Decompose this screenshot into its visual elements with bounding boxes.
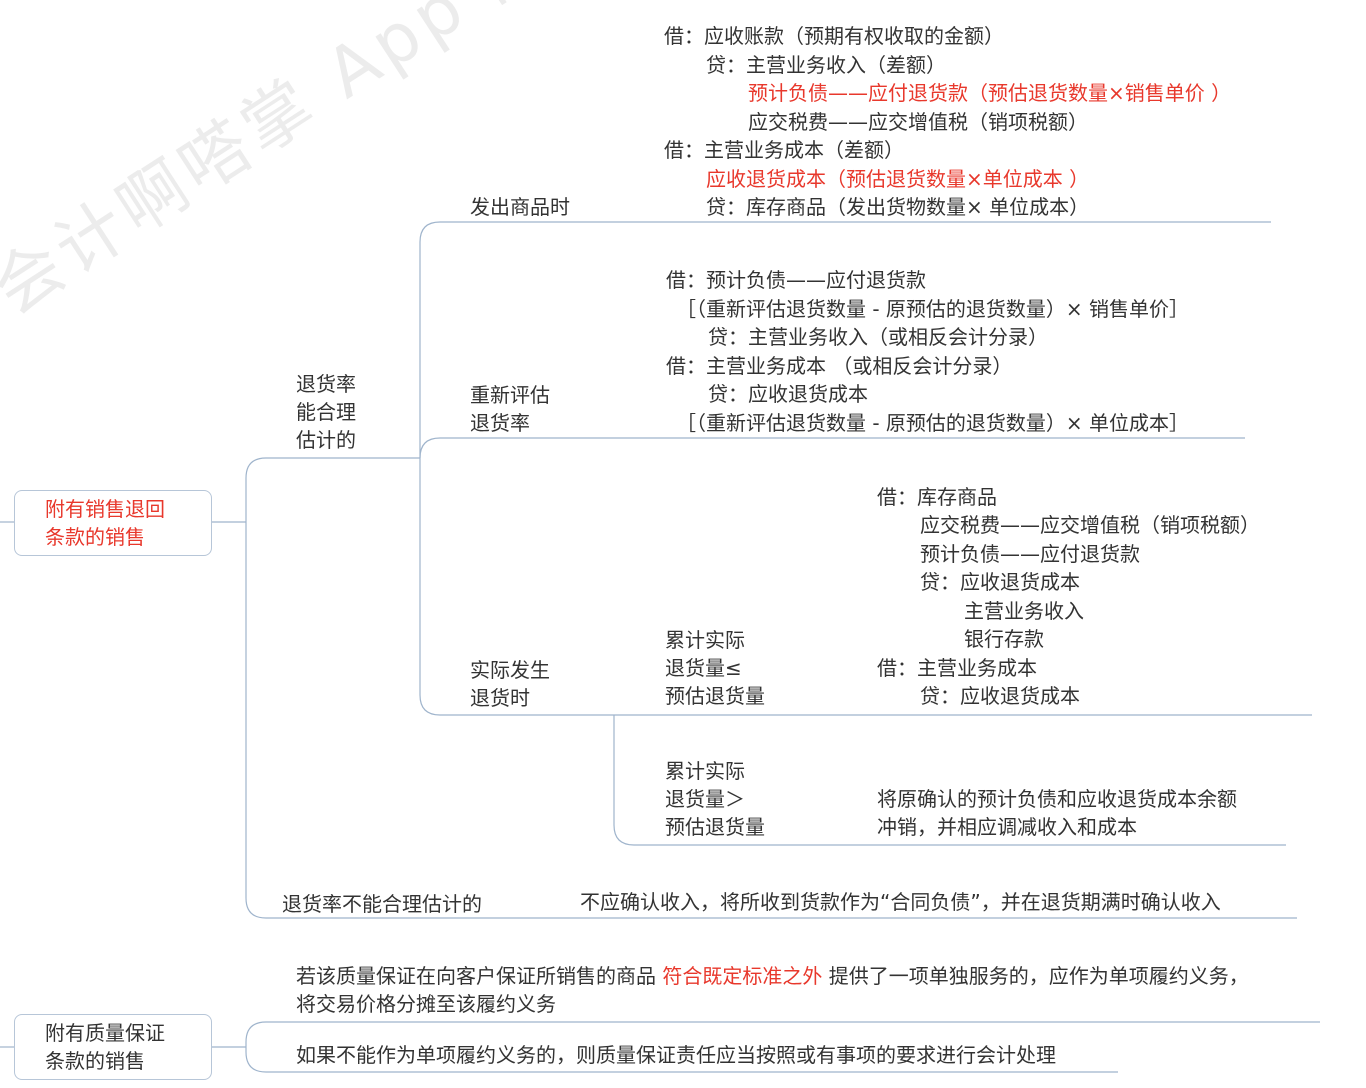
connector-reassess bbox=[419, 437, 441, 459]
le-entry-3: 预计负债——应付退货款 bbox=[920, 542, 1140, 566]
branch-estimable[interactable]: 退货率 能合理 估计的 bbox=[296, 372, 356, 452]
quality-item-2: 如果不能作为单项履约义务的，则质量保证责任应当按照或有事项的要求进行会计处理 bbox=[296, 1043, 1056, 1067]
branch-ship[interactable]: 发出商品时 bbox=[470, 195, 570, 219]
le-entry-4: 贷：应收退货成本 bbox=[920, 570, 1080, 594]
le-entry-5: 主营业务收入 bbox=[964, 599, 1084, 623]
ship-entry-5: 借：主营业务成本（差额） bbox=[664, 138, 904, 162]
reassess-entry-1: 借：预计负债——应付退货款 bbox=[666, 268, 926, 292]
ship-entry-2: 贷：主营业务收入（差额） bbox=[706, 53, 946, 77]
le-entry-1: 借：库存商品 bbox=[877, 485, 997, 509]
le-entry-2: 应交税费——应交增值税（销项税额） bbox=[920, 513, 1260, 537]
reassess-entry-2: ［（重新评估退货数量 - 原预估的退货数量）× 销售单价］ bbox=[676, 297, 1190, 321]
not-estimable-text: 不应确认收入，将所收到货款作为“合同负债”，并在退货期满时确认收入 bbox=[580, 890, 1221, 914]
branch-le[interactable]: 累计实际 退货量≤ 预估退货量 bbox=[665, 628, 765, 708]
quality-item-1-red: 符合既定标准之外 bbox=[662, 964, 823, 988]
le-entry-6: 银行存款 bbox=[964, 627, 1044, 651]
ship-entry-7: 贷：库存商品（发出货物数量× 单位成本） bbox=[706, 195, 1090, 219]
gt-text: 将原确认的预计负债和应收退货成本余额 冲销，并相应调减收入和成本 bbox=[877, 787, 1237, 839]
quality-item-1-a: 若该质量保证在向客户保证所销售的商品 bbox=[296, 964, 663, 988]
connector-root2-trunk bbox=[245, 1021, 267, 1073]
root-node-sale-return[interactable]: 附有销售退回 条款的销售 bbox=[14, 490, 212, 556]
branch-gt[interactable]: 累计实际 退货量＞ 预估退货量 bbox=[665, 759, 765, 839]
root-label-sale-return: 附有销售退回 条款的销售 bbox=[45, 497, 165, 549]
reassess-entry-5: 贷：应收退货成本 bbox=[708, 382, 868, 406]
le-entry-8: 贷：应收退货成本 bbox=[920, 684, 1080, 708]
ship-entry-3: 预计负债——应付退货款（预估退货数量×销售单价 ） bbox=[748, 81, 1232, 105]
branch-actual[interactable]: 实际发生 退货时 bbox=[470, 658, 550, 710]
quality-item-1-line2: 将交易价格分摊至该履约义务 bbox=[296, 992, 556, 1016]
connector-actual-trunk bbox=[613, 715, 635, 846]
root-label-quality: 附有质量保证 条款的销售 bbox=[45, 1021, 165, 1073]
ship-entry-4: 应交税费——应交增值税（销项税额） bbox=[748, 110, 1088, 134]
quality-item-1-b: 提供了一项单独服务的，应作为单项履约义务， bbox=[822, 964, 1249, 988]
reassess-entry-3: 贷：主营业务收入（或相反会计分录） bbox=[708, 325, 1048, 349]
reassess-entry-4: 借：主营业务成本 （或相反会计分录） bbox=[666, 354, 1013, 378]
le-entry-7: 借：主营业务成本 bbox=[877, 656, 1037, 680]
connector-estimable-trunk bbox=[419, 221, 441, 716]
ship-entry-1: 借：应收账款（预期有权收取的金额） bbox=[664, 24, 1004, 48]
connector-root1-trunk bbox=[245, 457, 267, 919]
root-node-quality[interactable]: 附有质量保证 条款的销售 bbox=[14, 1014, 212, 1080]
ship-entry-6: 应收退货成本（预估退货数量×单位成本 ） bbox=[706, 167, 1090, 191]
branch-reassess[interactable]: 重新评估 退货率 bbox=[470, 383, 550, 435]
branch-not-estimable[interactable]: 退货率不能合理估计的 bbox=[282, 892, 482, 916]
reassess-entry-6: ［（重新评估退货数量 - 原预估的退货数量）× 单位成本］ bbox=[676, 411, 1190, 435]
quality-item-1: 若该质量保证在向客户保证所销售的商品 符合既定标准之外 提供了一项单独服务的，应… bbox=[296, 962, 1249, 990]
